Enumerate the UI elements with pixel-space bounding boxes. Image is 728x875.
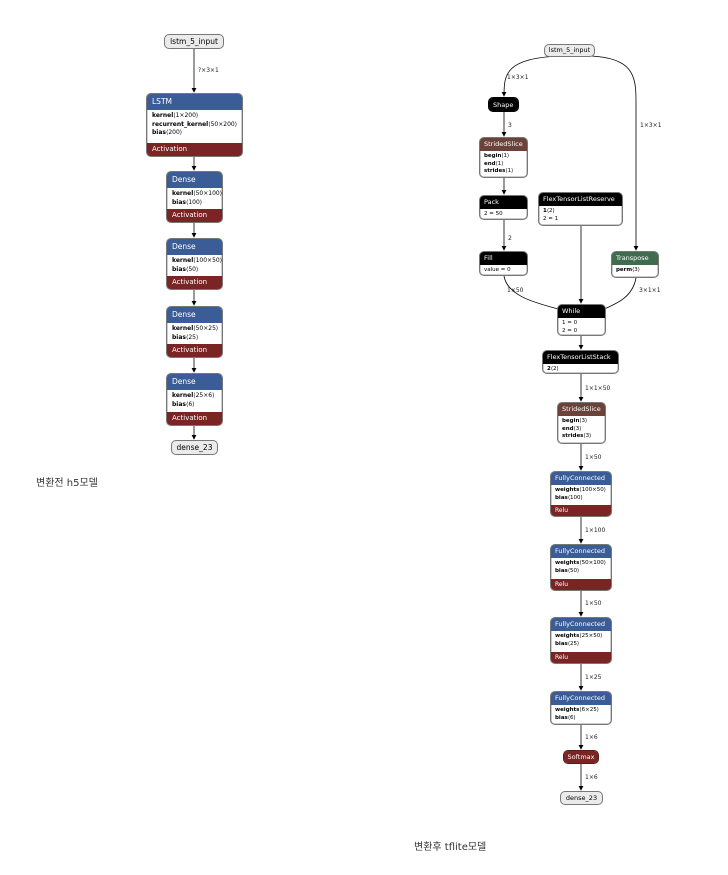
lstm-attr-recurrent-kernel: recurrent_kernel⟨50×200⟩	[152, 120, 238, 128]
left-output-node[interactable]: dense_23	[171, 440, 218, 455]
right-edge-label-fc4-softmax: 1×6	[585, 734, 598, 741]
right-edge-label-pack-fill: 2	[508, 235, 512, 242]
right-edge-label-shape-slice: 3	[508, 122, 512, 129]
dense-1-activation: Activation	[167, 209, 222, 222]
right-output-node[interactable]: dense_23	[560, 791, 603, 805]
right-strided-slice-node-2[interactable]: StridedSlice begin⟨3⟩ end⟨3⟩ strides⟨3⟩	[557, 402, 606, 444]
fc-3-relu: Relu	[551, 652, 611, 663]
right-shape-node[interactable]: Shape	[488, 97, 519, 112]
edge-right-input-shape	[501, 55, 561, 97]
right-fc-node-1[interactable]: FullyConnected weights⟨100×50⟩ bias⟨100⟩…	[550, 471, 612, 517]
right-model-caption: 변환후 tflite모델	[414, 842, 487, 853]
strided-slice-2-title: StridedSlice	[558, 403, 605, 416]
right-pack-node[interactable]: Pack 2 = 50	[479, 195, 528, 220]
right-strided-slice-node-1[interactable]: StridedSlice begin⟨1⟩ end⟨1⟩ strides⟨1⟩	[479, 137, 528, 178]
fc-2-title: FullyConnected	[551, 545, 611, 558]
dense-4-title: Dense	[167, 374, 222, 390]
lstm-attr-kernel: kernel⟨1×200⟩	[152, 112, 199, 119]
fc-1-attrs: weights⟨100×50⟩ bias⟨100⟩	[555, 487, 606, 501]
right-edge-label-transpose-while: 3×1×1	[639, 287, 661, 294]
left-dense-node-1[interactable]: Dense kernel⟨50×100⟩ bias⟨100⟩ Activatio…	[166, 171, 223, 223]
right-input-label: lstm_5_input	[548, 46, 591, 54]
fc-2-relu: Relu	[551, 579, 611, 590]
strided-slice-1-attrs: begin⟨1⟩ end⟨1⟩ strides⟨1⟩	[484, 153, 514, 174]
dense-4-attrs: kernel⟨25×6⟩ bias⟨6⟩	[172, 392, 215, 408]
right-transpose-node[interactable]: Transpose perm⟨3⟩	[611, 251, 659, 278]
fill-attrs: value = 0	[484, 267, 511, 273]
strided-slice-1-title: StridedSlice	[480, 138, 527, 151]
dense-4-activation: Activation	[167, 412, 222, 425]
left-input-node[interactable]: lstm_5_input	[164, 34, 224, 49]
pack-title: Pack	[480, 196, 527, 209]
right-input-node[interactable]: lstm_5_input	[544, 44, 595, 57]
right-fc-node-3[interactable]: FullyConnected weights⟨25×50⟩ bias⟨25⟩ R…	[550, 617, 612, 664]
while-attrs: 1 = 0 2 = 0	[562, 320, 578, 334]
fc-2-attrs: weights⟨50×100⟩ bias⟨50⟩	[555, 560, 606, 574]
while-title: While	[558, 305, 605, 318]
dense-3-activation: Activation	[167, 344, 222, 357]
dense-2-activation: Activation	[167, 276, 222, 289]
right-edge-label-input-transpose: 1×3×1	[640, 122, 662, 129]
dense-3-title: Dense	[167, 307, 222, 323]
right-edge-label-stack-slice: 1×1×50	[585, 385, 611, 392]
left-output-label: dense_23	[176, 443, 213, 452]
fill-title: Fill	[480, 252, 527, 265]
left-dense-node-4[interactable]: Dense kernel⟨25×6⟩ bias⟨6⟩ Activation	[166, 373, 223, 426]
left-input-label: lstm_5_input	[170, 37, 218, 46]
dense-1-attrs: kernel⟨50×100⟩ bias⟨100⟩	[172, 190, 223, 206]
right-output-label: dense_23	[565, 794, 598, 802]
dense-2-attrs: kernel⟨100×50⟩ bias⟨50⟩	[172, 257, 223, 273]
right-edge-label-fc3-fc4: 1×25	[585, 674, 602, 681]
right-edge-label-fc1-fc2: 1×100	[585, 527, 606, 534]
fc-3-attrs: weights⟨25×50⟩ bias⟨25⟩	[555, 633, 603, 647]
flex-stack-title: FlexTensorListStack	[543, 351, 618, 364]
transpose-title: Transpose	[612, 252, 658, 265]
left-model-caption: 변환전 h5모델	[36, 478, 98, 489]
softmax-title: Softmax	[564, 751, 598, 763]
dense-3-attrs: kernel⟨50×25⟩ bias⟨25⟩	[172, 325, 219, 341]
dense-2-title: Dense	[167, 239, 222, 255]
right-edge-label-slice-fc1: 1×50	[585, 454, 602, 461]
right-softmax-node[interactable]: Softmax	[563, 750, 599, 764]
right-edge-label-fill-while: 1×50	[507, 287, 524, 294]
lstm-title: LSTM	[147, 94, 242, 110]
right-fc-node-2[interactable]: FullyConnected weights⟨50×100⟩ bias⟨50⟩ …	[550, 544, 612, 591]
right-while-node[interactable]: While 1 = 0 2 = 0	[557, 304, 606, 336]
lstm-attrs: kernel⟨1×200⟩ recurrent_kernel⟨50×200⟩ b…	[147, 110, 242, 140]
right-edge-label-fc2-fc3: 1×50	[585, 600, 602, 607]
fc-1-title: FullyConnected	[551, 472, 611, 485]
fc-4-title: FullyConnected	[551, 692, 611, 705]
fc-4-attrs: weights⟨6×25⟩ bias⟨6⟩	[555, 707, 599, 721]
transpose-attrs: perm⟨3⟩	[616, 267, 640, 273]
strided-slice-2-attrs: begin⟨3⟩ end⟨3⟩ strides⟨3⟩	[562, 418, 592, 439]
left-dense-node-2[interactable]: Dense kernel⟨100×50⟩ bias⟨50⟩ Activation	[166, 238, 223, 290]
right-flex-stack-node[interactable]: FlexTensorListStack 2⟨2⟩	[542, 350, 619, 374]
lstm-activation: Activation	[147, 143, 242, 156]
pack-attrs: 2 = 50	[484, 211, 503, 217]
flex-stack-attrs: 2⟨2⟩	[547, 366, 559, 372]
edge-right-input-transpose	[590, 55, 639, 251]
lstm-attr-bias: bias⟨200⟩	[152, 129, 183, 136]
left-dense-node-3[interactable]: Dense kernel⟨50×25⟩ bias⟨25⟩ Activation	[166, 306, 223, 358]
right-fill-node[interactable]: Fill value = 0	[479, 251, 528, 276]
right-edge-label-input-shape: 1×3×1	[507, 74, 529, 81]
left-edge-label-input: ?×3×1	[198, 67, 219, 74]
right-edge-label-softmax-output: 1×6	[585, 774, 598, 781]
dense-1-title: Dense	[167, 172, 222, 188]
left-lstm-node[interactable]: LSTM kernel⟨1×200⟩ recurrent_kernel⟨50×2…	[146, 93, 243, 157]
flex-reserve-title: FlexTensorListReserve	[539, 193, 622, 206]
fc-3-title: FullyConnected	[551, 618, 611, 631]
right-fc-node-4[interactable]: FullyConnected weights⟨6×25⟩ bias⟨6⟩	[550, 691, 612, 725]
flex-reserve-attrs: 1⟨2⟩ 2 = 1	[543, 208, 559, 222]
right-flex-reserve-node[interactable]: FlexTensorListReserve 1⟨2⟩ 2 = 1	[538, 192, 623, 226]
shape-title: Shape	[489, 98, 518, 111]
fc-1-relu: Relu	[551, 505, 611, 516]
